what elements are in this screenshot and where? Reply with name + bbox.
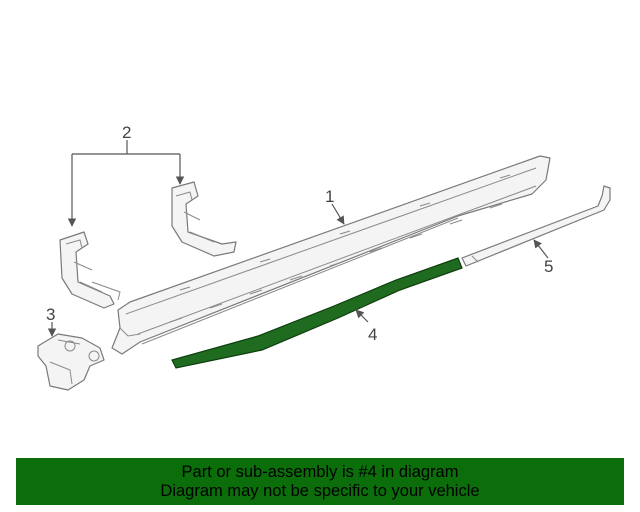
- callout-5: 5: [544, 257, 553, 276]
- callout-4: 4: [368, 325, 377, 344]
- callout-1: 1: [325, 187, 334, 206]
- leader-1: [331, 203, 345, 225]
- footer-banner: Part or sub-assembly is #4 in diagram Di…: [16, 458, 624, 505]
- leader-5: [533, 239, 549, 259]
- callout-2: 2: [122, 123, 131, 142]
- bracket-left: [59, 231, 121, 309]
- footer-line-2: Diagram may not be specific to your vehi…: [160, 481, 480, 500]
- running-board: [111, 155, 551, 355]
- footer-line-1: Part or sub-assembly is #4 in diagram: [181, 462, 459, 481]
- callout-3: 3: [46, 305, 55, 324]
- molding-strip-highlighted: [171, 257, 463, 369]
- hitch-bracket: [37, 333, 105, 391]
- trim-strip: [461, 185, 611, 267]
- leader-4: [355, 309, 369, 323]
- bracket-right: [171, 181, 237, 257]
